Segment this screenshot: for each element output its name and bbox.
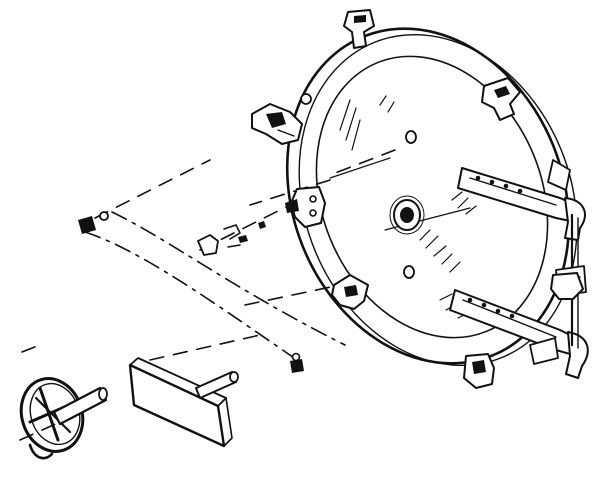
cover-plate bbox=[128, 357, 239, 448]
door-hole bbox=[300, 93, 312, 105]
bolt-fastener bbox=[197, 221, 266, 256]
manhole-door bbox=[285, 27, 578, 367]
door-rim-edge bbox=[298, 33, 578, 367]
assembly-guide-line bbox=[149, 334, 261, 361]
assembly-guide-line bbox=[329, 149, 396, 176]
handwheel bbox=[19, 377, 108, 460]
door-clamp bbox=[550, 272, 584, 300]
assembly-guide-line bbox=[199, 204, 291, 251]
centre-boss bbox=[389, 195, 425, 235]
assembly-guide-line bbox=[94, 159, 211, 219]
door-clamp bbox=[463, 353, 495, 389]
door-clamp bbox=[251, 103, 303, 145]
door-clamp bbox=[331, 274, 369, 310]
bolt-fastener bbox=[78, 211, 109, 234]
assembly-guide-line bbox=[84, 231, 301, 363]
door-clamp bbox=[285, 186, 326, 228]
hinge-arm bbox=[457, 167, 586, 241]
door-clamp bbox=[343, 9, 375, 49]
door-face bbox=[315, 55, 549, 339]
door-axis-line bbox=[329, 157, 391, 179]
assembly-guide-line bbox=[111, 211, 346, 346]
door-clamp bbox=[481, 77, 521, 121]
bolt-fastener bbox=[290, 352, 304, 373]
door-hole bbox=[403, 265, 415, 279]
face-shading bbox=[339, 95, 477, 319]
door-hole bbox=[405, 130, 417, 144]
assembly-guide-line bbox=[21, 344, 41, 353]
